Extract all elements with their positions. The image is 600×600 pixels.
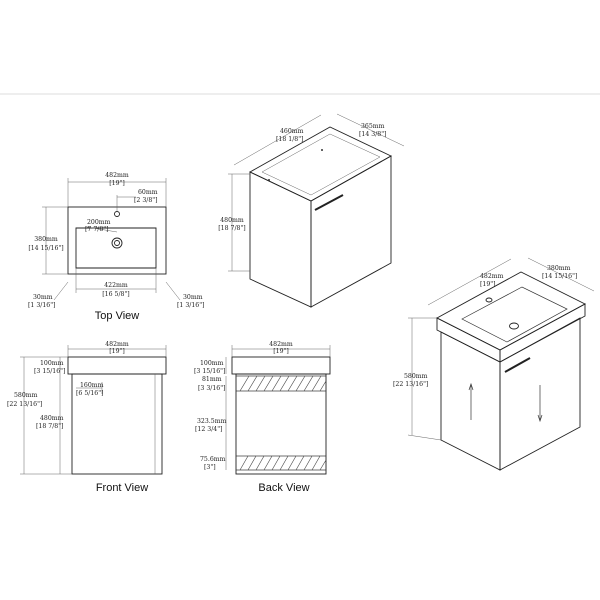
dim-label: [19"] [273, 348, 289, 355]
leader-line [165, 281, 181, 301]
lower-rail-hatch [239, 455, 327, 471]
dim-label: [2 3/8"] [134, 197, 158, 204]
dim-label: 60mm [138, 189, 158, 196]
view-title: Back View [258, 482, 309, 494]
dim-label: 480mm [220, 217, 244, 224]
dim-label: [22 13/16"] [7, 401, 42, 408]
back-countertop [231, 356, 331, 375]
dim-label: [3 15/16"] [194, 368, 225, 375]
dim-label: 30mm [183, 294, 203, 301]
vanity-top-side-edge [499, 303, 586, 363]
dim-label: 580mm [14, 392, 38, 399]
back-cabinet-body [235, 373, 327, 475]
dim-label: [7 7/8"] [85, 226, 109, 233]
dim-label: [12 3/4"] [195, 426, 222, 433]
dim-label: [22 13/16"] [393, 381, 428, 388]
dim-label: [19"] [109, 348, 125, 355]
ext-line [407, 434, 442, 441]
dim-line [527, 257, 595, 292]
dim-label: [14 15/16"] [542, 273, 577, 280]
dim-label: 482mm [105, 172, 129, 179]
drain-circle [111, 237, 123, 249]
vanity-drain [509, 322, 519, 330]
dim-label: 75.6mm [200, 456, 226, 463]
dim-label: [1 3/16"] [177, 302, 204, 309]
back-lower-rail [235, 455, 327, 471]
open-arrow-head [537, 414, 543, 423]
top-view: 482mm [19"] 60mm [2 3/8"] 200mm [7 7/8"]… [28, 172, 204, 322]
view-title: Top View [95, 310, 139, 322]
dim-label: [18 1/8"] [276, 136, 303, 143]
dim-label: 380mm [547, 265, 571, 272]
screw-hole [321, 149, 323, 151]
dim-label: [18 7/8"] [218, 225, 245, 232]
open-arrow-head [468, 382, 474, 391]
vanity-cabinet-front [440, 331, 501, 471]
dim-label: 460mm [280, 128, 304, 135]
dim-label: 480mm [40, 415, 64, 422]
dim-label: [3"] [204, 464, 216, 471]
cabinet-front-face [249, 171, 312, 308]
dim-label: [19"] [480, 281, 496, 288]
screw-hole [268, 179, 270, 181]
dim-label: [6 5/16"] [76, 390, 103, 397]
cabinet-rim [261, 133, 381, 196]
dim-label: [14 3/8"] [359, 131, 386, 138]
upper-rail-hatch [239, 375, 327, 392]
cabinet-side-face [310, 155, 392, 308]
vanity-basin [461, 286, 568, 343]
dim-label: [18 7/8"] [36, 423, 63, 430]
dim-line [336, 113, 405, 147]
dim-label: 422mm [104, 282, 128, 289]
dim-line [233, 114, 322, 166]
dim-label: 160mm [80, 382, 104, 389]
dim-label: 200mm [87, 219, 111, 226]
view-title: Front View [96, 482, 148, 494]
dim-label: 482mm [105, 341, 129, 348]
dim-label: 580mm [404, 373, 428, 380]
dim-label: [16 5/8"] [102, 291, 129, 298]
vanity-handle [504, 357, 531, 373]
dim-label: 81mm [202, 376, 222, 383]
drain-inner-circle [114, 240, 120, 246]
vanity-faucet-hole [485, 297, 493, 303]
leader-line [53, 281, 69, 301]
dim-line [427, 258, 512, 306]
front-countertop [67, 356, 167, 375]
faucet-hole [114, 211, 120, 217]
dim-label: [1 3/16"] [28, 302, 55, 309]
dim-label: 380mm [34, 236, 58, 243]
dim-label: 100mm [40, 360, 64, 367]
dim-label: 482mm [269, 341, 293, 348]
dim-label: 482mm [480, 273, 504, 280]
dim-label: 365mm [361, 123, 385, 130]
dim-label: 323.5mm [197, 418, 227, 425]
cabinet-handle [314, 194, 344, 211]
dim-label: 100mm [200, 360, 224, 367]
back-view: 482mm [19"] 100mm [3 15/16"] 81mm [3 3/1… [194, 341, 331, 494]
dim-label: [3 15/16"] [34, 368, 65, 375]
leader-line [86, 226, 118, 233]
vanity-isometric: 482mm [19"] 380mm [14 15/16"] 580mm [22 … [393, 257, 595, 471]
vanity-top-front-edge [436, 317, 501, 363]
dim-label: [14 15/16"] [28, 245, 63, 252]
vanity-cabinet-side [499, 317, 581, 471]
front-view: 482mm [19"] 100mm [3 15/16"] 580mm [22 1… [7, 341, 167, 494]
dim-label: [3 3/16"] [198, 385, 225, 392]
front-cabinet-body [71, 373, 163, 475]
dim-label: 30mm [33, 294, 53, 301]
dim-label: [19"] [109, 180, 125, 187]
cabinet-isometric: 460mm [18 1/8"] 365mm [14 3/8"] 480mm [1… [218, 113, 405, 308]
